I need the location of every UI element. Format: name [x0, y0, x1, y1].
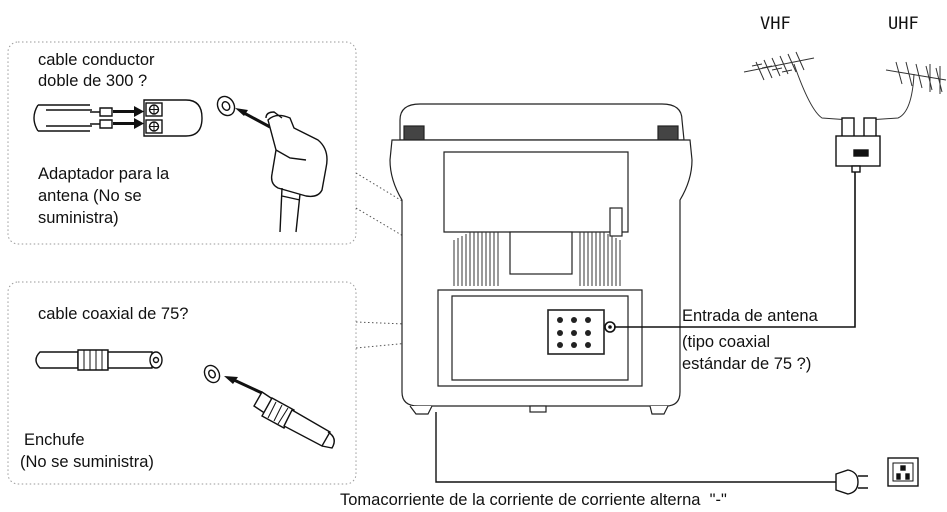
outlet-label: Tomacorriente de la corriente de corrien…	[340, 491, 727, 509]
wall-outlet-icon	[887, 457, 919, 487]
twin-lead-cable-icon	[33, 104, 113, 132]
arrow-left-icon	[235, 108, 271, 129]
uhf-label: UHF	[888, 14, 919, 34]
coax-callout-box	[7, 281, 357, 485]
power-plug-icon	[835, 469, 868, 495]
antenna-adapter-icon	[143, 99, 203, 137]
vhf-antenna-icon	[743, 51, 851, 121]
antenna-input-jack	[604, 321, 616, 333]
antenna-input-label-line3: estándar de 75 ?)	[682, 355, 812, 373]
f-plug-icon	[253, 391, 335, 449]
coax-label: cable coaxial de 75?	[38, 305, 189, 323]
antenna-input-label-line2: (tipo coaxial	[682, 333, 771, 351]
coax-end-icon	[203, 364, 221, 384]
adapter-label-line2: antena (No se	[38, 187, 142, 205]
antenna-splitter-icon	[835, 117, 881, 173]
twin-lead-callout-box	[7, 41, 357, 245]
arrow-left-icon-2	[224, 376, 263, 395]
plug-label-line2: (No se suministra)	[20, 453, 154, 471]
power-cord	[435, 412, 836, 483]
antenna-input-label-line1: Entrada de antena	[682, 307, 818, 325]
coaxial-cable-icon	[35, 349, 163, 371]
antenna-feed-line	[614, 170, 856, 328]
plug-label-line1: Enchufe	[24, 431, 85, 449]
adapter-label-line3: suministra)	[38, 209, 119, 227]
tv-vent-grilles	[453, 232, 621, 286]
vhf-label: VHF	[760, 14, 791, 34]
adapter-label-line1: Adaptador para la	[38, 165, 170, 183]
coax-connector-icon	[216, 95, 236, 117]
av-jacks	[557, 317, 591, 348]
uhf-antenna-icon	[867, 61, 947, 121]
tv-rear-panel	[389, 103, 693, 415]
twin-lead-label-line1: cable conductor	[38, 51, 155, 69]
arrow-right-icon	[113, 106, 144, 129]
matching-transformer-icon	[265, 111, 328, 233]
twin-lead-label-line2: doble de 300 ?	[38, 72, 148, 90]
